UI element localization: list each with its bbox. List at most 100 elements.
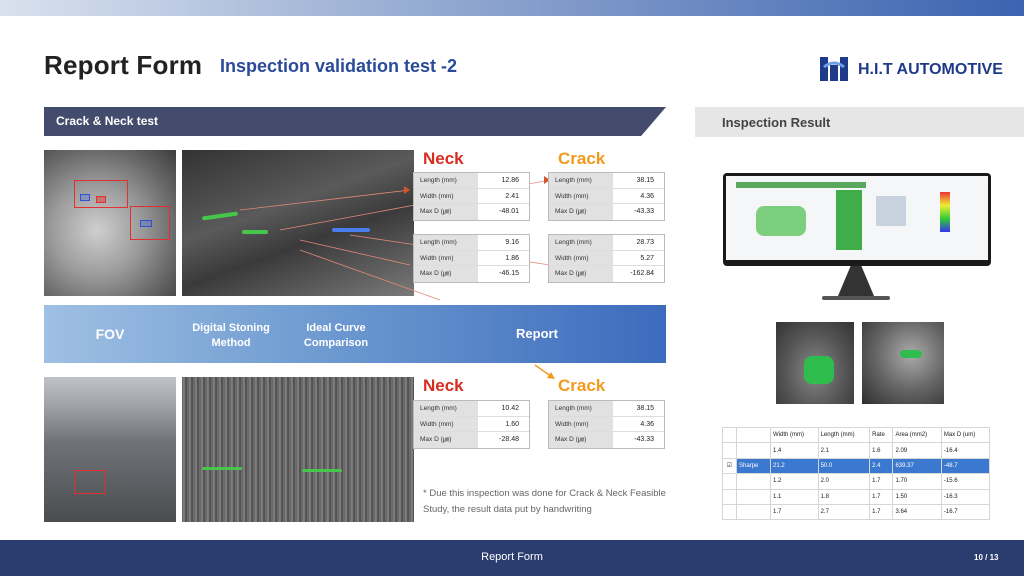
row-checkbox[interactable]: ☑ — [722, 457, 737, 475]
table-cell: 1.50 — [892, 488, 942, 505]
table-cell: 1.7 — [869, 473, 894, 490]
table-row: Max D (㎛) -28.48 — [414, 432, 529, 448]
company-logo: H.I.T AUTOMOTIVE — [818, 53, 1003, 87]
col-header: Length (mm) — [817, 426, 871, 444]
screen-panel — [836, 190, 862, 250]
table-row: Max D (㎛)-46.15 — [414, 266, 529, 282]
table-header-row: Width (mm) Length (mm) Rate Area (mm2) M… — [722, 426, 991, 444]
page-title: Report Form — [44, 50, 203, 80]
crack-metrics-table-1: Length (mm)38.15 Width (mm)4.36 Max D (㎛… — [548, 172, 665, 221]
footer-bar — [0, 540, 1024, 576]
table-row-selected[interactable]: ☑ Sharpe 21.2 50.0 2.4 639.37 -48.7 — [722, 457, 991, 475]
monitor-screenshot — [723, 173, 991, 266]
band-report: Report — [516, 326, 558, 341]
table-row: Width (mm)5.27 — [549, 250, 664, 266]
table-row: Length (mm)12.86 — [414, 173, 529, 189]
table-cell — [736, 503, 771, 521]
metric-value: -43.33 — [634, 436, 654, 443]
table-cell: 3.64 — [892, 503, 942, 521]
page-subtitle: Inspection validation test -2 — [220, 56, 458, 76]
metric-key: Width (mm) — [414, 188, 478, 203]
col-header: Area (mm2) — [892, 426, 942, 444]
table-cell: 1.7 — [869, 488, 894, 505]
metric-key: Max D (㎛) — [549, 266, 613, 282]
table-cell: 2.1 — [817, 442, 871, 459]
crack-heading-bottom: Crack — [558, 376, 606, 395]
metric-key: Max D (㎛) — [549, 432, 613, 448]
inspection-result-table: Width (mm) Length (mm) Rate Area (mm2) M… — [722, 426, 991, 521]
table-row: Width (mm)4.36 — [549, 188, 664, 204]
metric-value: 38.15 — [636, 177, 654, 184]
process-band — [44, 305, 666, 363]
band-ideal-curve: Ideal Curve Comparison — [303, 322, 369, 349]
table-row: Max D (㎛) -48.01 — [414, 204, 529, 220]
metric-value: 1.60 — [505, 420, 519, 428]
table-cell — [736, 473, 771, 490]
table-cell: 2.09 — [892, 442, 942, 459]
metric-value: -43.33 — [634, 208, 654, 215]
table-row: Length (mm)28.73 — [549, 235, 664, 251]
defect-area — [804, 356, 834, 384]
monitor-foot — [822, 296, 890, 300]
col-header — [736, 426, 771, 444]
band-digital-stoning: Digital Stoning Method — [192, 322, 270, 349]
metric-key: Max D (㎛) — [414, 204, 478, 220]
page-number: 10 / 13 — [974, 553, 999, 562]
neck-metrics-table-3: Length (mm)10.42 Width (mm) 1.60 Max D (㎛… — [413, 400, 530, 449]
crack-metrics-table-2: Length (mm)28.73 Width (mm)5.27 Max D (㎛… — [548, 234, 665, 283]
metric-key: Max D (㎛) — [414, 432, 478, 448]
table-row: Length (mm) 38.15 — [549, 173, 664, 189]
metric-value: -48.01 — [499, 208, 519, 215]
neck-heading-top: Neck — [423, 149, 464, 168]
logo-text: H.I.T AUTOMOTIVE — [858, 61, 1003, 78]
screen-car — [756, 206, 806, 236]
table-row: Length (mm)10.42 — [414, 401, 529, 417]
table-row[interactable]: 1.1 1.8 1.7 1.50 -16.3 — [722, 488, 991, 505]
table-cell: 1.7 — [770, 503, 819, 521]
result-label: Inspection Result — [722, 115, 831, 130]
table-cell — [722, 488, 737, 505]
metric-key: Length (mm) — [549, 401, 613, 416]
metric-key: Width (mm) — [414, 416, 478, 431]
col-header: Rate — [869, 426, 894, 444]
neck-heading-bottom: Neck — [423, 376, 464, 395]
table-cell: -15.6 — [940, 473, 991, 490]
metric-key: Width (mm) — [414, 250, 478, 265]
metric-value: 10.42 — [501, 405, 519, 412]
table-row: Width (mm) 1.60 — [414, 416, 529, 432]
table-cell: 1.1 — [770, 488, 819, 505]
table-cell: 1.6 — [869, 442, 894, 459]
neck-mark — [202, 467, 242, 470]
table-row: Length (mm)38.15 — [549, 401, 664, 417]
table-cell: 2.4 — [869, 457, 894, 475]
metric-value: 4.36 — [640, 420, 654, 428]
table-row: Width (mm)2.41 — [414, 188, 529, 204]
metric-value: 12.86 — [501, 177, 519, 184]
defect-area — [900, 350, 922, 358]
top-gradient-bar — [0, 0, 1024, 16]
metric-key: Length (mm) — [549, 173, 613, 188]
table-cell: 50.0 — [817, 457, 871, 475]
result-thumbnail-2 — [862, 322, 944, 404]
table-cell — [722, 442, 737, 459]
table-cell: 1.2 — [770, 473, 819, 490]
table-row[interactable]: 1.2 2.0 1.7 1.70 -15.6 — [722, 473, 991, 490]
table-row: Max D (㎛) -43.33 — [549, 432, 664, 448]
section-label: Crack & Neck test — [56, 114, 159, 128]
crack-heading-top: Crack — [558, 149, 606, 168]
neck-mark — [242, 230, 268, 234]
hit-logo-icon — [820, 57, 848, 81]
metric-value: -28.48 — [499, 436, 519, 443]
result-header-bar — [695, 107, 1024, 137]
footer-title: Report Form — [481, 551, 543, 563]
metric-key: Length (mm) — [414, 235, 478, 250]
defect-box — [74, 470, 106, 494]
table-row[interactable]: 1.7 2.7 1.7 3.64 -16.7 — [722, 503, 991, 521]
col-header — [722, 426, 737, 444]
crack-mark — [332, 228, 370, 232]
table-cell: 1.4 — [770, 442, 819, 459]
digital-stoning-photo-top — [182, 150, 414, 296]
section-header-bar — [44, 107, 666, 136]
table-cell: 2.7 — [817, 503, 871, 521]
table-row[interactable]: 1.4 2.1 1.6 2.09 -16.4 — [722, 442, 991, 459]
